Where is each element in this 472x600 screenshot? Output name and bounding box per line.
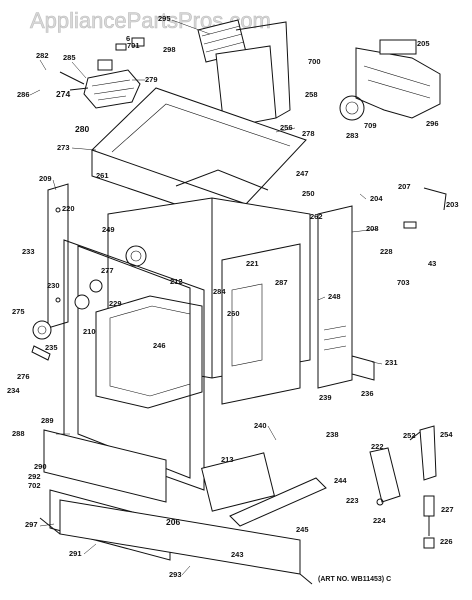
label-233: 233 [22,247,35,256]
label-212: 212 [170,277,183,286]
label-209: 209 [39,174,52,183]
label-235: 235 [45,343,58,352]
label-245: 245 [296,525,309,534]
label-285: 285 [63,53,76,62]
side-panel-left [47,183,69,329]
label-204: 204 [370,194,383,203]
label-205: 205 [417,39,430,48]
thermostat-bulb [115,37,145,51]
label-226: 226 [440,537,453,546]
label-296: 296 [426,119,439,128]
label-230: 230 [47,281,60,290]
label-290: 290 [34,462,47,471]
label-203: 203 [446,200,459,209]
label-288: 288 [12,429,25,438]
label-246: 246 [153,341,166,350]
label-254: 254 [440,430,453,439]
igniter-bracket-assembly [59,59,141,109]
label-703: 703 [397,278,410,287]
label-276: 276 [17,372,30,381]
door-hinge [409,425,437,481]
rear-panel [221,243,301,405]
label-221: 221 [246,259,259,268]
leader-lines [29,19,383,576]
hinge-receiver [369,447,401,506]
label-234: 234 [7,386,20,395]
label-240: 240 [254,421,267,430]
label-258: 258 [305,90,318,99]
label-277: 277 [101,266,114,275]
label-243: 243 [231,550,244,559]
front-frame [63,239,205,491]
label-252: 252 [403,431,416,440]
burner-tube [201,452,327,527]
label-208: 208 [366,224,379,233]
label-297: 297 [25,520,38,529]
label-289: 289 [41,416,54,425]
label-43: 43 [428,259,436,268]
label-274: 274 [56,89,70,99]
vent-bracket [379,39,417,55]
label-236: 236 [361,389,374,398]
label-261: 261 [96,171,109,180]
label-6: 6 [126,34,130,43]
label-292: 292 [28,472,41,481]
oven-light [74,279,103,310]
side-panel-right [317,205,353,389]
spring-assembly [423,495,435,549]
valve-bracket [351,355,375,381]
flue-baffle [339,47,441,121]
label-244: 244 [334,476,347,485]
label-227: 227 [441,505,454,514]
label-278: 278 [302,129,315,138]
part-labels: 295 282 6 701 285 298 279 286 274 280 20… [7,14,459,579]
oven-liner [95,295,203,409]
label-260: 260 [227,309,240,318]
label-213: 213 [221,455,234,464]
label-287: 287 [275,278,288,287]
label-249: 249 [102,225,115,234]
label-224: 224 [373,516,386,525]
label-250: 250 [302,189,315,198]
label-279: 279 [145,75,158,84]
label-248: 248 [328,292,341,301]
igniter [403,187,447,229]
thermostat-knob [31,320,52,361]
label-293: 293 [169,570,182,579]
label-286: 286 [17,90,30,99]
label-284: 284 [213,287,226,296]
watermark-text: AppliancePartsPros.com [30,8,271,33]
label-283: 283 [346,131,359,140]
art-number: (ART NO. WB11453) C [318,576,391,583]
label-700: 700 [308,57,321,66]
label-239: 239 [319,393,332,402]
label-709: 709 [364,121,377,130]
label-231: 231 [385,358,398,367]
label-247: 247 [296,169,309,178]
label-223: 223 [346,496,359,505]
rear-duct-cover [197,19,291,129]
label-701: 701 [127,41,140,50]
label-275: 275 [12,307,25,316]
label-222: 222 [371,442,384,451]
label-207: 207 [398,182,411,191]
label-295: 295 [158,14,171,23]
label-282: 282 [36,51,49,60]
label-702: 702 [28,481,41,490]
label-262: 262 [310,212,323,221]
label-298: 298 [163,45,176,54]
kick-panel [39,499,313,585]
label-280: 280 [75,124,89,134]
label-206: 206 [166,517,180,527]
label-220: 220 [62,204,75,213]
label-210: 210 [83,327,96,336]
label-256: 256 [280,123,293,132]
label-228: 228 [380,247,393,256]
label-229: 229 [109,299,122,308]
label-291: 291 [69,549,82,558]
label-273: 273 [57,143,70,152]
cooktop-panel [91,87,307,229]
label-238: 238 [326,430,339,439]
